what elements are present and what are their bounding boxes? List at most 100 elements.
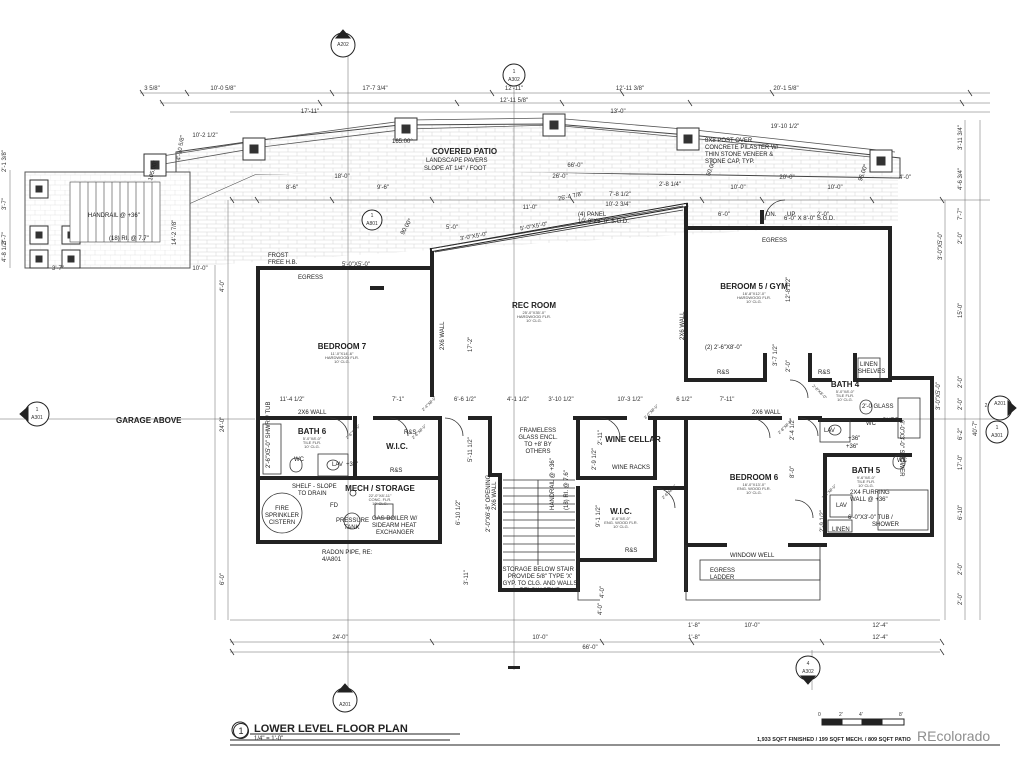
room-ceiling: 10' CLG.: [372, 501, 388, 506]
room-name-bath-4: BATH 4: [830, 380, 860, 389]
garage-above-label: GARAGE ABOVE: [116, 416, 182, 425]
wall-note: 2X6 WALL: [752, 410, 781, 416]
section-marker-label[interactable]: A302: [802, 669, 814, 675]
furring-note: 2X4 FURRING: [850, 490, 890, 496]
room-floor: TILE FLR.: [856, 479, 876, 484]
dimension: 20'-1 5/8": [773, 86, 799, 92]
dimension: 11'-0": [522, 205, 538, 211]
dimension: 12'-4": [872, 623, 888, 629]
section-marker-number: 4: [806, 661, 810, 667]
dimension: 5'-11 1/2": [468, 437, 474, 462]
dimension: 66'-0": [567, 163, 583, 169]
linen-label: LINEN: [832, 527, 850, 533]
room-floor: TILE FLR.: [302, 440, 322, 445]
egress-ladder-label: EGRESS: [710, 568, 736, 574]
wc-label: WC: [294, 457, 304, 463]
room-floor: CONC. FLR.: [368, 497, 392, 502]
cistern-label: SPRINKLER: [264, 513, 300, 519]
curb-label: CURB: [882, 418, 900, 424]
dimension: 24'-0": [332, 635, 348, 641]
dimension: 10'-0 5/8": [210, 86, 236, 92]
room-name-rec-room: REC ROOM: [512, 301, 556, 310]
cistern-label: CISTERN: [268, 520, 296, 526]
dimension: 2'-11": [598, 430, 604, 445]
dimension: 1'-8": [688, 635, 700, 641]
wc-label: WC: [897, 458, 907, 464]
section-marker-label[interactable]: A201: [994, 401, 1006, 407]
section-marker-label[interactable]: A301: [991, 433, 1003, 439]
dimension: 10'-0": [532, 635, 548, 641]
tub-note: 6'-0"X3'-0" TUB /: [848, 515, 893, 521]
dimension: 4'-0": [600, 586, 606, 598]
section-marker-label[interactable]: A301: [31, 415, 43, 421]
dimension: 1'-8": [688, 623, 700, 629]
dimension: 2'-0": [786, 360, 792, 372]
scale-bar-label: 4': [859, 712, 863, 718]
room-floor: ENG. WOOD FLR.: [737, 486, 771, 491]
storage-note: GYP. TO CLG. AND WALLS: [502, 581, 578, 587]
floor-drain-label: FD: [330, 503, 338, 509]
rs-label: R&S: [717, 370, 730, 376]
dimension: 4'-0": [598, 603, 604, 615]
section-marker-label[interactable]: A201: [339, 702, 351, 708]
handrail-note: HANDRAIL @ +36": [550, 458, 556, 510]
tub-note: SHOWER: [872, 522, 899, 528]
dimension: 6'-10 1/2": [456, 499, 462, 525]
angle-label: 165.00°: [392, 139, 413, 145]
dimension: 9'-1 1/2": [596, 505, 602, 527]
panel-door-note: 10'-0"X8'-0" S.G.D.: [578, 219, 629, 225]
room-name-bedroom-7: BEDROOM 7: [317, 342, 367, 351]
room-ceiling: 10' CLG.: [304, 444, 320, 449]
pressure-tank-label: TANK: [344, 525, 360, 531]
room-ceiling: 10' CLG.: [746, 490, 762, 495]
glass-enclosure-note: FRAMELESS: [519, 428, 557, 434]
dimension: 2'-1 3/8": [2, 150, 8, 172]
dimension: 2'-9 1/2": [820, 510, 826, 532]
dimension: 4'-0": [899, 175, 911, 181]
section-marker-label[interactable]: A801: [366, 221, 378, 227]
dimension: 10'-0": [192, 266, 208, 272]
dimension: 7'-11": [719, 397, 735, 403]
dimension: 26'-0": [552, 174, 568, 180]
section-marker-label[interactable]: A202: [337, 42, 349, 48]
section-marker-number: 1: [995, 425, 999, 431]
rs-label: R&S: [818, 370, 831, 376]
room-ceiling: 10' CLG.: [526, 318, 542, 323]
height-note: +36": [846, 444, 859, 450]
dimension: 13'-0": [610, 109, 626, 115]
dimension: 6'-10": [958, 504, 964, 520]
dimension: 6'-0": [718, 212, 730, 218]
room-name-bath-6: BATH 6: [297, 427, 327, 436]
dimension: 14'-2 7/8": [172, 219, 178, 245]
dimension: 12'-4": [872, 635, 888, 641]
dimension: 10'-0": [827, 185, 843, 191]
lav-label: LAV: [332, 462, 343, 468]
rs-label: R&S: [390, 468, 403, 474]
dimension: 2'-0": [958, 593, 964, 605]
glass-note: 2'-0 GLASS: [862, 404, 894, 410]
dimension: 3'-7": [2, 198, 8, 210]
dimension: 17'-2": [468, 336, 474, 352]
dimension: 8'-0": [790, 466, 796, 478]
linen-shelves-label: LINEN: [860, 362, 878, 368]
shelf-note: SHELF - SLOPE: [292, 484, 337, 490]
stair-up-label: UP: [787, 212, 796, 218]
dimension: 2'-0": [958, 398, 964, 410]
dimension: 11'-4 1/2": [279, 397, 305, 403]
wall-stubs: [370, 210, 764, 669]
dimension: 3'-11 3/4": [958, 125, 964, 150]
storage-note: STORAGE BELOW STAIR -: [502, 567, 578, 573]
room-size: 5'-0"X8'-0": [302, 436, 322, 441]
post-note: THIN STONE VENEER &: [705, 152, 774, 158]
patio-note: SLOPE AT 1/4" / FOOT: [424, 166, 487, 172]
room-size: 9'-6"X8'-0": [856, 475, 876, 480]
frost-note: FREE H.B.: [268, 260, 298, 266]
section-marker-label[interactable]: A302: [508, 77, 520, 83]
section-marker-number: 2: [984, 403, 988, 409]
risers-note: (18) RI. @ 7.6": [564, 470, 570, 510]
panel-door-note: (4) PANEL: [578, 212, 607, 218]
wall-note: 2X6 WALL: [440, 321, 446, 350]
watermark-logo: REcolorado: [917, 728, 991, 744]
glass-enclosure-note: TO +8' BY: [524, 442, 552, 448]
cistern-label: FIRE: [275, 506, 289, 512]
